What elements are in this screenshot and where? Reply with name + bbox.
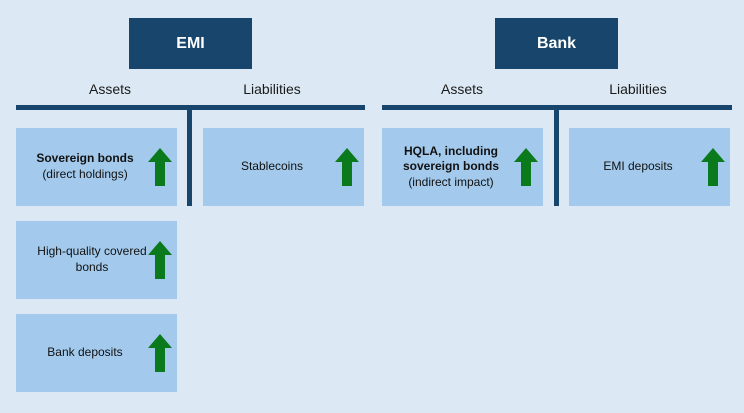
bank-header: Bank <box>495 18 618 69</box>
up-arrow-icon <box>148 334 172 372</box>
emi-header: EMI <box>129 18 252 69</box>
up-arrow-icon <box>148 241 172 279</box>
box-text: High-quality covered bonds <box>37 244 147 274</box>
up-arrow-icon <box>701 148 725 186</box>
bank-liabilities-label: Liabilities <box>609 81 667 97</box>
up-arrow-icon <box>514 148 538 186</box>
emi-assets-label: Assets <box>88 81 131 97</box>
box-text: Stablecoins <box>240 159 304 174</box>
bank-title: Bank <box>536 34 577 52</box>
box-text: (direct holdings) <box>42 167 128 181</box>
emi-asset-sovereign-bonds: Sovereign bonds (direct holdings) <box>16 128 177 206</box>
up-arrow-icon <box>335 148 359 186</box>
box-text: (indirect impact) <box>408 174 494 189</box>
bank-divider <box>554 110 559 206</box>
up-arrow-icon <box>148 148 172 186</box>
emi-title: EMI <box>176 34 205 52</box>
emi-liabilities-label: Liabilities <box>243 81 301 97</box>
bank-balance-sheet-bar <box>382 105 732 110</box>
emi-asset-bank-deposits: Bank deposits <box>16 314 177 392</box>
bank-liability-emi-deposits: EMI deposits <box>569 128 730 206</box>
emi-divider <box>187 110 192 206</box>
bank-asset-hqla: HQLA, including sovereign bonds (indirec… <box>382 128 543 206</box>
emi-asset-covered-bonds: High-quality covered bonds <box>16 221 177 299</box>
emi-liability-stablecoins: Stablecoins <box>203 128 364 206</box>
box-text: Bank deposits <box>47 345 123 360</box>
box-text: EMI deposits <box>603 159 673 174</box>
box-bold-text: HQLA, including sovereign bonds <box>402 143 500 174</box>
box-bold-text: Sovereign bonds <box>36 151 134 166</box>
bank-assets-label: Assets <box>440 81 483 97</box>
emi-balance-sheet-bar <box>16 105 365 110</box>
